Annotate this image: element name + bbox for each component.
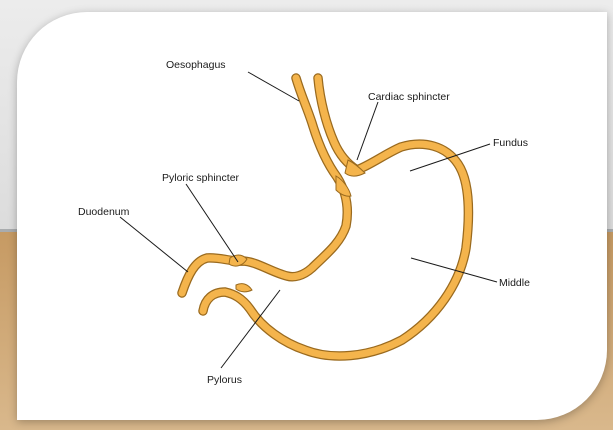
duodenum-leader <box>120 217 188 272</box>
stomach-walls <box>182 78 468 356</box>
label-cardiac-sphincter: Cardiac sphincter <box>368 91 450 103</box>
diagram-card: Oesophagus Cardiac sphincter Fundus Pylo… <box>17 12 607 420</box>
label-oesophagus: Oesophagus <box>166 59 226 71</box>
stomach-diagram: Oesophagus Cardiac sphincter Fundus Pylo… <box>17 12 607 420</box>
oesophagus-leader <box>248 72 299 101</box>
label-pylorus: Pylorus <box>207 374 242 386</box>
label-pyloric-sphincter: Pyloric sphincter <box>162 172 240 184</box>
pylorus-cusp <box>236 284 252 292</box>
cardiac-sphincter-leader <box>357 102 378 160</box>
pyloric-sphincter-leader <box>186 184 238 262</box>
label-middle: Middle <box>499 277 530 289</box>
label-fundus: Fundus <box>493 137 528 149</box>
label-duodenum: Duodenum <box>78 206 130 218</box>
